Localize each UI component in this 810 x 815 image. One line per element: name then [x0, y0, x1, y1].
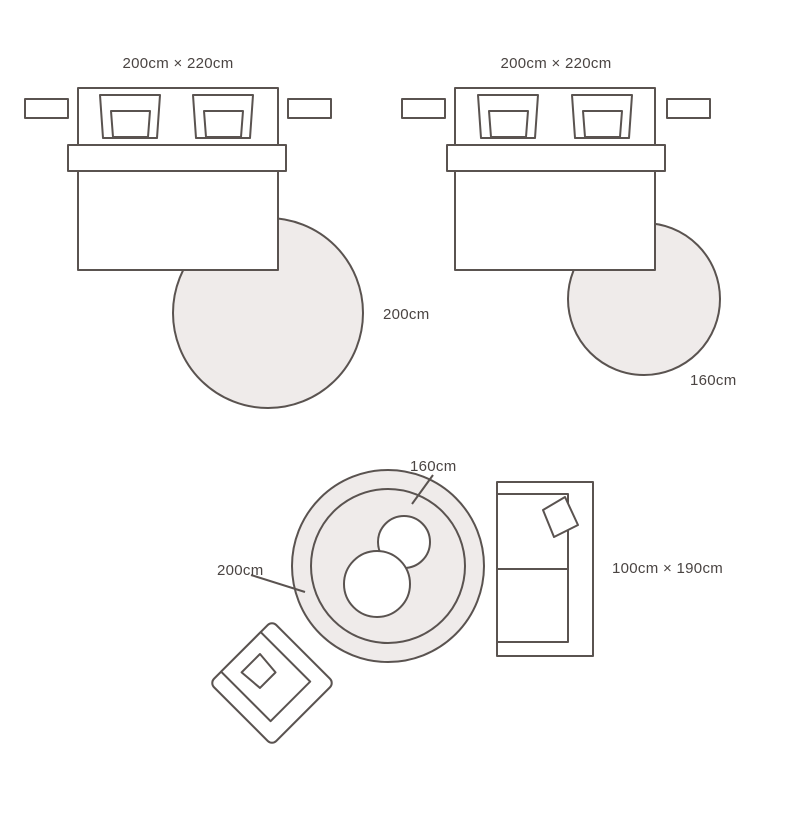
pillow-right	[192, 94, 254, 139]
pillow-right	[571, 94, 633, 139]
outer-rug-label: 200cm	[217, 562, 264, 579]
nightstand-right	[287, 98, 332, 119]
sofa-throw-pillow	[542, 496, 579, 538]
armchair	[211, 622, 333, 744]
bed-headboard-band	[446, 144, 666, 172]
sofa	[496, 481, 594, 657]
bed-scene-large-rug: 200cm × 220cm 200cm	[24, 55, 430, 409]
inner-rug-leader-line	[411, 474, 434, 505]
pillow-left	[477, 94, 539, 139]
pillow-left	[99, 94, 161, 139]
bed-dimension-label: 200cm × 220cm	[122, 55, 233, 72]
nightstand-right	[666, 98, 711, 119]
nightstand-left	[24, 98, 69, 119]
bed-scene-small-rug: 200cm × 220cm 160cm	[401, 55, 737, 389]
outer-rug-leader-line	[250, 574, 306, 593]
coffee-table-large	[343, 550, 411, 618]
bed	[446, 87, 666, 271]
inner-rug-label: 160cm	[410, 458, 457, 475]
living-room-scene: 160cm 200cm 100cm × 190cm	[211, 458, 723, 744]
bed	[67, 87, 287, 271]
nightstand-left	[401, 98, 446, 119]
armchair-pillow	[240, 653, 277, 689]
rug-diameter-label: 160cm	[690, 372, 737, 389]
bed-dimension-label: 200cm × 220cm	[500, 55, 611, 72]
sofa-dimension-label: 100cm × 190cm	[612, 560, 723, 577]
rug-diameter-label: 200cm	[383, 306, 430, 323]
bed-headboard-band	[67, 144, 287, 172]
